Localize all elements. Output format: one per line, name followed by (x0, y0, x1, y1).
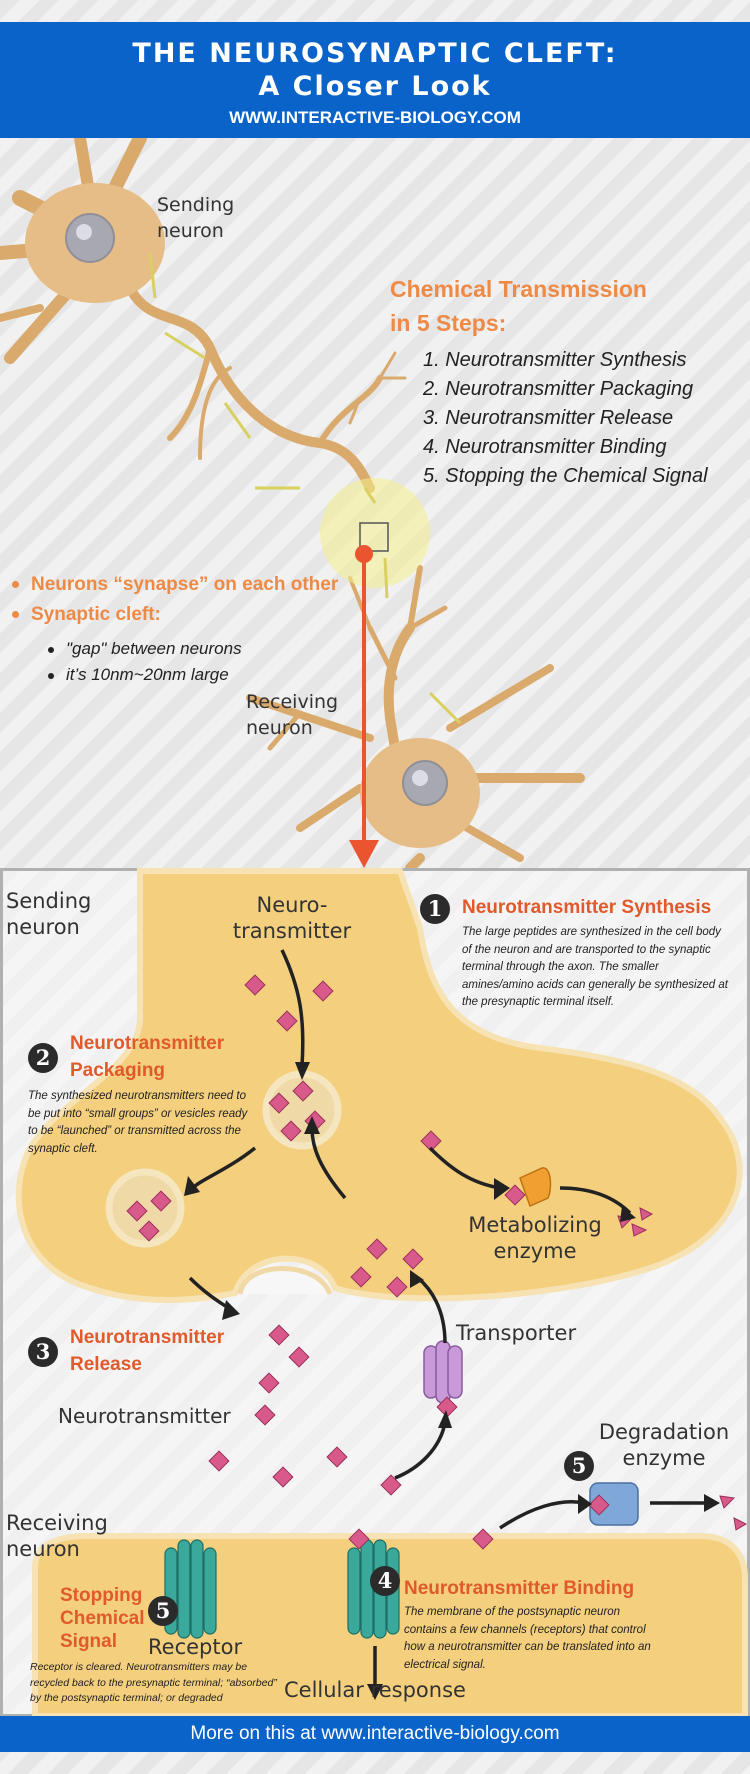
footer-link[interactable]: More on this at www.interactive-biology.… (190, 1723, 560, 1744)
steps-list: 1. Neurotransmitter Synthesis 2. Neurotr… (423, 346, 708, 491)
step-item: 2. Neurotransmitter Packaging (423, 378, 694, 400)
step-item: 1. Neurotransmitter Synthesis (423, 349, 687, 371)
step1-text: The large peptides are synthesized in th… (462, 926, 728, 1008)
neurons-illustration (0, 138, 585, 868)
bullet-dot-icon (12, 611, 19, 619)
step5-degradation-badge: 5 (564, 1451, 594, 1481)
neurotransmitter-label: Neurotransmitter (58, 1404, 231, 1428)
bullet-dot-icon (48, 646, 54, 653)
step1-badge: 1 (420, 894, 450, 924)
neurotransmitter-top-label: Neuro-transmitter (232, 893, 352, 943)
step-item: 3. Neurotransmitter Release (423, 407, 674, 429)
step4-text: The membrane of the postsynaptic neuron … (404, 1606, 651, 1671)
header-banner: THE NEUROSYNAPTIC CLEFT: A Closer Look W… (0, 22, 750, 138)
step3-badge: 3 (28, 1337, 58, 1367)
step5-badge: 5 (148, 1596, 178, 1626)
transporter-label: Transporter (456, 1321, 577, 1345)
step4-badge: 4 (370, 1566, 400, 1596)
title-line1: THE NEUROSYNAPTIC CLEFT: (132, 38, 618, 69)
size-subbullet: it’s 10nm~20nm large (48, 662, 229, 688)
step2-badge: 2 (28, 1043, 58, 1073)
bullet-dot-icon (48, 672, 54, 679)
receptor-label: Receptor (148, 1635, 243, 1659)
step4-title: Neurotransmitter Binding (404, 1578, 635, 1599)
step-item: 4. Neurotransmitter Binding (423, 436, 667, 458)
step-item: 5. Stopping the Chemical Signal (423, 465, 708, 487)
bullet-dot-icon (12, 581, 19, 589)
header-url[interactable]: WWW.INTERACTIVE-BIOLOGY.COM (229, 108, 521, 127)
gap-subbullet: "gap" between neurons (48, 636, 242, 662)
title-line2: A Closer Look (258, 71, 492, 102)
footer-banner: More on this at www.interactive-biology.… (0, 1716, 750, 1752)
cleft-bullet: Synaptic cleft: (12, 600, 161, 630)
step1-title: Neurotransmitter Synthesis (462, 897, 712, 918)
step5-text: Receptor is cleared. Neurotransmitters m… (30, 1661, 277, 1704)
cellular-response-label: Cellular response (284, 1678, 466, 1702)
step2-text: The synthesized neurotransmitters need t… (28, 1090, 248, 1155)
synapse-bullet: Neurons “synapse” on each other (12, 570, 338, 600)
